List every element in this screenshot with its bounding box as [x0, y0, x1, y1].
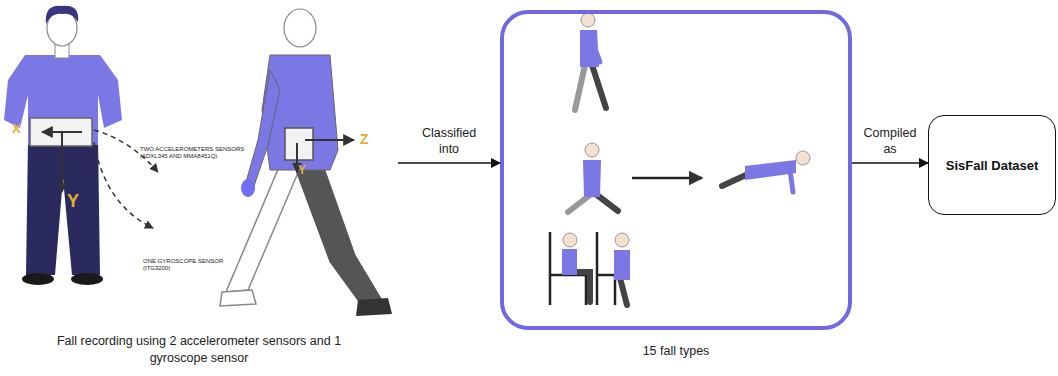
lying-icon-part — [722, 174, 748, 186]
side-person-figure-part — [220, 290, 256, 306]
panel-caption: Fall recording using 2 accelerometer sen… — [56, 333, 342, 367]
front-person-figure-part — [46, 6, 78, 24]
edge-label: Compiled as — [857, 126, 923, 157]
sitting-icon-part — [568, 272, 590, 302]
side-person-figure-part — [356, 298, 392, 316]
lying-icon — [722, 151, 810, 192]
edge-label: Classified into — [416, 126, 482, 157]
rounded-outline — [500, 10, 852, 330]
lunge-icon-part — [585, 143, 599, 157]
side-person-figure-part — [292, 160, 382, 306]
lunge-icon — [568, 143, 618, 212]
front-person-figure-part — [42, 131, 82, 133]
front-person-figure — [4, 6, 158, 285]
sitting-icon-part — [550, 232, 586, 305]
side-person-figure — [220, 9, 392, 316]
sitting-icon — [550, 232, 590, 305]
front-person-figure-part — [26, 140, 100, 275]
lunge-icon-part — [568, 195, 590, 212]
side-person-figure-part — [285, 128, 313, 160]
side-person-figure-part — [246, 70, 280, 186]
side-person-figure-part — [284, 9, 316, 47]
front-person-figure-part — [22, 273, 54, 285]
box-caption: 15 fall types — [500, 344, 852, 358]
front-person-figure-part — [30, 118, 92, 146]
side-person-figure-part — [305, 139, 354, 141]
transition-arrow — [632, 178, 702, 179]
flow-arrow — [398, 162, 500, 164]
lying-icon-part — [790, 170, 793, 192]
front-person-figure-part — [47, 10, 77, 46]
walking-icon-part — [592, 65, 606, 108]
standing-up-icon-part — [615, 233, 629, 247]
sitting-icon-part — [562, 249, 577, 275]
standing-up-icon-part — [620, 278, 627, 305]
walking-icon — [575, 13, 606, 110]
dataset-box: SisFall Dataset — [928, 115, 1056, 215]
standing-up-icon-part — [597, 232, 615, 305]
sitting-icon-part — [563, 233, 577, 247]
side-person-figure-part — [241, 179, 255, 197]
lunge-icon-part — [583, 160, 601, 197]
front-person-figure-part — [4, 55, 122, 145]
side-person-figure-part — [262, 55, 338, 170]
walking-icon-part — [575, 65, 585, 110]
walking-icon-part — [590, 36, 600, 62]
front-person-figure-part — [61, 132, 63, 192]
axis-label: X — [12, 121, 32, 137]
side-person-figure-part — [296, 143, 298, 172]
recording-panel: Fall recording using 2 accelerometer sen… — [0, 0, 398, 376]
fall-types-box: 15 fall types — [500, 10, 852, 372]
transition-arrow-part — [632, 177, 702, 180]
standing-up-icon — [597, 232, 630, 305]
sensor-note: TWO ACCELEROMETERS SENSORS (ADXL345 AND … — [140, 146, 246, 160]
front-person-figure-part — [71, 273, 103, 285]
axis-label: Y — [298, 163, 318, 177]
lunge-icon-part — [597, 195, 618, 211]
sensor-note: ONE GYROSCOPE SENSOR (ITG3200) — [143, 258, 225, 272]
axis-label: Y — [67, 191, 87, 213]
side-person-figure-part — [226, 160, 300, 292]
walking-icon-part — [581, 13, 595, 27]
flow-arrow — [852, 162, 928, 164]
standing-up-icon-part — [614, 250, 630, 280]
node-title: SisFall Dataset — [946, 158, 1039, 173]
walking-icon-part — [580, 30, 599, 67]
axis-label: Z — [360, 131, 380, 148]
front-person-figure-part — [55, 42, 69, 58]
lying-icon-part — [796, 151, 810, 165]
lying-icon-part — [745, 160, 796, 180]
